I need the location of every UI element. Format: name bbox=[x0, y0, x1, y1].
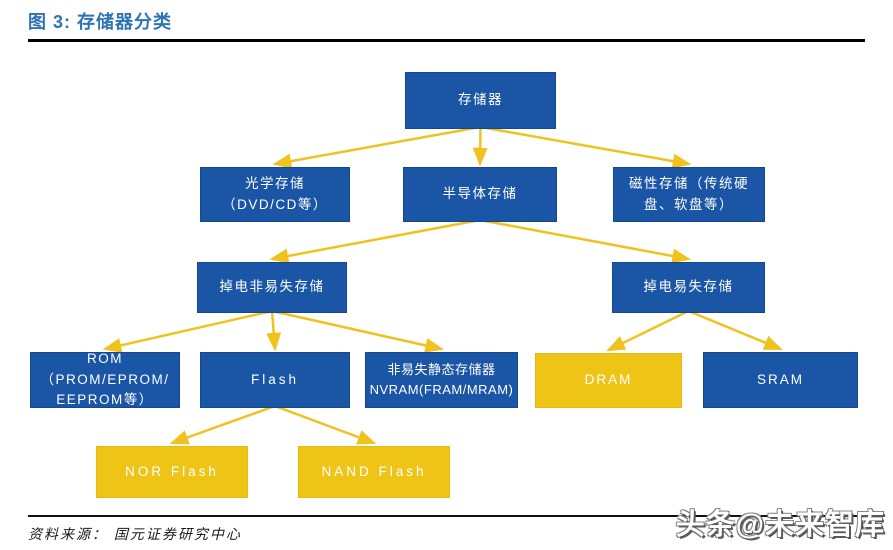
tree-edge bbox=[169, 404, 276, 445]
node-label: 掉电易失存储 bbox=[643, 279, 734, 295]
node-label: ROM（PROM/EPROM/ EEPROM等） bbox=[40, 350, 170, 408]
node-label: Flash bbox=[250, 371, 299, 387]
tree-edge bbox=[266, 310, 282, 352]
tree-edge bbox=[688, 309, 783, 351]
node-flash: Flash bbox=[200, 352, 350, 408]
tree-edge bbox=[102, 309, 273, 353]
top-divider bbox=[28, 39, 865, 42]
node-nonvolatile-storage: 掉电非易失存储 bbox=[197, 262, 347, 313]
node-label: NOR Flash bbox=[125, 463, 219, 479]
node-label: NAND Flash bbox=[321, 463, 427, 479]
node-label: 掉电非易失存储 bbox=[219, 279, 325, 295]
tree-edge bbox=[606, 309, 690, 352]
node-nor-flash: NOR Flash bbox=[96, 446, 248, 498]
node-label: 磁性存储（传统硬 盘、软盘等） bbox=[629, 175, 749, 212]
node-label: 存储器 bbox=[458, 92, 503, 108]
tree-edge bbox=[274, 404, 377, 445]
figure-title: 图 3: 存储器分类 bbox=[28, 12, 173, 32]
node-dram: DRAM bbox=[535, 353, 682, 408]
source-note: 资料来源： 国元证券研究中心 bbox=[28, 526, 242, 542]
tree-edge bbox=[480, 125, 692, 169]
node-magnetic-storage: 磁性存储（传统硬 盘、软盘等） bbox=[613, 167, 765, 222]
node-volatile-storage: 掉电易失存储 bbox=[612, 262, 765, 313]
node-storage: 存储器 bbox=[405, 72, 556, 129]
node-nand-flash: NAND Flash bbox=[298, 446, 450, 498]
tree-edge bbox=[269, 218, 481, 264]
watermark: 头条@未来智库 bbox=[675, 509, 885, 541]
tree-edge bbox=[272, 125, 481, 169]
node-semiconductor-storage: 半导体存储 bbox=[403, 167, 557, 222]
node-label: 非易失静态存储器 NVRAM(FRAM/MRAM) bbox=[369, 361, 514, 397]
node-sram: SRAM bbox=[703, 352, 858, 408]
tree-edge bbox=[271, 309, 444, 353]
node-optical-storage: 光学存储 （DVD/CD等） bbox=[200, 167, 350, 222]
node-rom: ROM（PROM/EPROM/ EEPROM等） bbox=[30, 351, 180, 408]
bottom-divider bbox=[28, 515, 865, 517]
node-nvram: 非易失静态存储器 NVRAM(FRAM/MRAM) bbox=[365, 352, 518, 408]
tree-edge bbox=[479, 218, 691, 264]
node-label: SRAM bbox=[756, 371, 804, 387]
node-label: 半导体存储 bbox=[442, 186, 518, 202]
node-label: DRAM bbox=[584, 372, 633, 388]
node-label: 光学存储 （DVD/CD等） bbox=[222, 175, 328, 212]
tree-edge bbox=[472, 126, 488, 167]
